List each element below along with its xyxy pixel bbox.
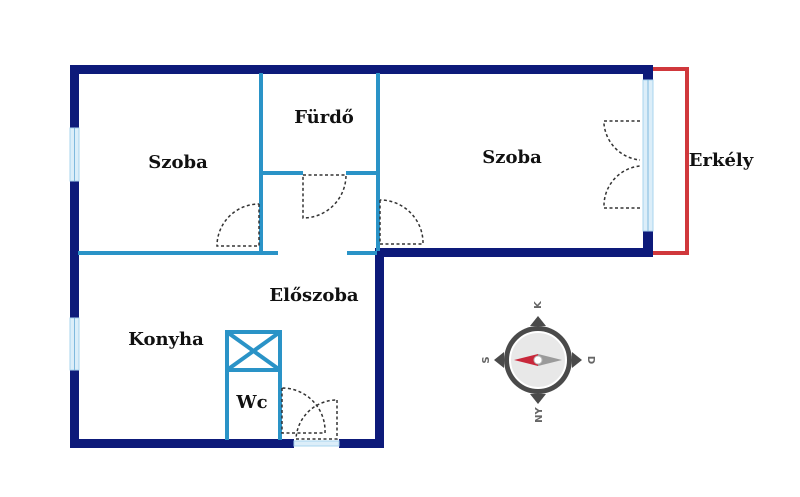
door-balcony-lower bbox=[603, 165, 641, 209]
wall-left-mid bbox=[70, 181, 79, 318]
compass-letter-north: K bbox=[533, 300, 544, 309]
room-label-szoba-left: Szoba bbox=[148, 152, 208, 173]
compass-arrow-south bbox=[530, 394, 546, 404]
doors bbox=[216, 120, 641, 440]
room-label-eloszoba: Előszoba bbox=[269, 285, 359, 306]
room-label-szoba-right: Szoba bbox=[482, 147, 542, 168]
wall-furdo-bottom-right bbox=[346, 171, 380, 175]
compass-hub bbox=[533, 355, 543, 365]
wall-right-bottom bbox=[643, 231, 653, 257]
compass-letter-east: D bbox=[585, 356, 596, 364]
wall-wc-right bbox=[278, 330, 282, 440]
room-label-erkely: Erkély bbox=[689, 150, 754, 171]
outer-walls bbox=[70, 65, 653, 448]
shaft-box bbox=[225, 330, 282, 372]
balcony-outline bbox=[650, 67, 689, 255]
wall-furdo-bottom-left bbox=[259, 171, 303, 175]
room-label-konyha: Konyha bbox=[128, 329, 204, 350]
wall-furdo-left bbox=[259, 73, 263, 251]
door-balcony-upper bbox=[603, 120, 641, 161]
compass-arrow-east bbox=[572, 352, 582, 368]
wall-left-bottom bbox=[70, 370, 79, 448]
entrance-threshold bbox=[293, 440, 340, 447]
compass-letter-west: S bbox=[481, 356, 492, 363]
compass-needle-gray bbox=[538, 354, 562, 366]
compass-needle-red bbox=[514, 354, 538, 366]
wall-wc-left bbox=[225, 330, 229, 440]
compass-arrow-north bbox=[530, 316, 546, 326]
door-szoba-left bbox=[216, 203, 260, 247]
windows bbox=[69, 79, 654, 447]
door-szoba-right bbox=[379, 199, 424, 245]
wall-left-top bbox=[70, 65, 79, 128]
wall-eloszoba-stub bbox=[347, 251, 377, 255]
door-furdo bbox=[302, 174, 347, 219]
inner-walls bbox=[78, 73, 380, 440]
wall-lower-right bbox=[375, 248, 653, 257]
wall-right-top bbox=[643, 65, 653, 80]
wall-center-vertical bbox=[375, 251, 384, 448]
wall-szoba-bottom bbox=[78, 251, 278, 255]
door-entrance bbox=[295, 399, 338, 440]
compass-letter-south: NY bbox=[534, 406, 545, 422]
room-label-wc: Wc bbox=[235, 392, 267, 413]
door-wc bbox=[281, 387, 326, 434]
wall-furdo-right bbox=[376, 73, 380, 251]
wall-top bbox=[70, 65, 653, 74]
wall-bottom-right bbox=[339, 439, 384, 448]
room-label-furdo: Fürdő bbox=[294, 107, 354, 128]
compass-arrow-west bbox=[494, 352, 504, 368]
wall-bottom-left bbox=[70, 439, 294, 448]
compass: K D NY S bbox=[481, 300, 596, 423]
